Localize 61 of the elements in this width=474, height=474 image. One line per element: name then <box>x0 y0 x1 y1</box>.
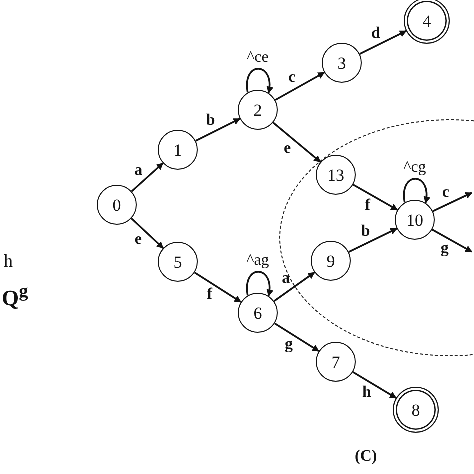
transition-arrow <box>195 118 241 142</box>
edge-label: h <box>362 385 372 402</box>
state-number: 8 <box>412 402 420 418</box>
state-circle <box>322 43 362 83</box>
transition-arrow <box>194 272 242 303</box>
state-number: 4 <box>422 12 432 30</box>
edge-label: e <box>134 232 142 248</box>
transition-arrow <box>272 122 322 163</box>
state-circle <box>158 242 198 282</box>
edge-label: ^ce <box>247 50 269 66</box>
transition-arrow <box>274 322 320 352</box>
edge-label: ^cg <box>404 160 426 176</box>
state-circle <box>395 200 435 240</box>
transition-arrow <box>360 30 407 55</box>
edge-label: f <box>207 287 212 304</box>
state-number: 13 <box>328 166 344 184</box>
edge-label: a <box>282 271 290 288</box>
edge-label: b <box>206 113 216 130</box>
edge-label: f <box>365 198 370 214</box>
state-number: 6 <box>254 304 262 322</box>
state-circle <box>311 241 351 281</box>
transition-arrow <box>348 228 398 254</box>
state-number: 9 <box>326 252 336 270</box>
state-number: 0 <box>112 196 122 214</box>
edge-label: g <box>440 241 449 258</box>
transition-arrow <box>432 192 473 212</box>
edge-label: b <box>361 224 370 240</box>
state-circle <box>158 130 198 170</box>
accepting-state-circle <box>393 387 439 433</box>
edge-label: c <box>442 185 450 202</box>
state-number: 5 <box>174 254 182 270</box>
transition-arrow <box>131 218 164 249</box>
state-circle <box>238 90 278 130</box>
state-number: 2 <box>254 102 262 118</box>
state-circle <box>316 155 356 195</box>
state-number: 3 <box>338 54 346 72</box>
state-number: 10 <box>406 212 424 228</box>
edge-label: g <box>284 337 293 354</box>
accepting-state-circle <box>404 0 450 44</box>
state-number: 7 <box>332 354 340 370</box>
transition-arrow <box>352 184 398 211</box>
edge-label: c <box>288 70 296 86</box>
edge-label: a <box>134 162 143 179</box>
edge-label: d <box>372 26 380 42</box>
state-circle <box>238 293 278 333</box>
transition-arrow <box>352 372 397 399</box>
text-fragment: h <box>4 252 13 270</box>
state-circle <box>97 185 137 225</box>
caption: (C) <box>355 448 378 466</box>
transition-arrow <box>274 272 316 302</box>
text-fragment: Q$^{g}$ <box>2 282 28 310</box>
transition-arrow <box>275 72 326 102</box>
self-loop-arrow <box>246 271 274 297</box>
edge-label: ^ag <box>246 253 270 269</box>
edge-label: e <box>284 140 292 157</box>
transition-arrow <box>432 229 473 253</box>
transition-arrow <box>131 162 164 192</box>
self-loop-arrow <box>403 178 430 204</box>
self-loop-arrow <box>246 68 274 94</box>
state-circle <box>316 342 356 382</box>
state-number: 1 <box>174 142 182 158</box>
